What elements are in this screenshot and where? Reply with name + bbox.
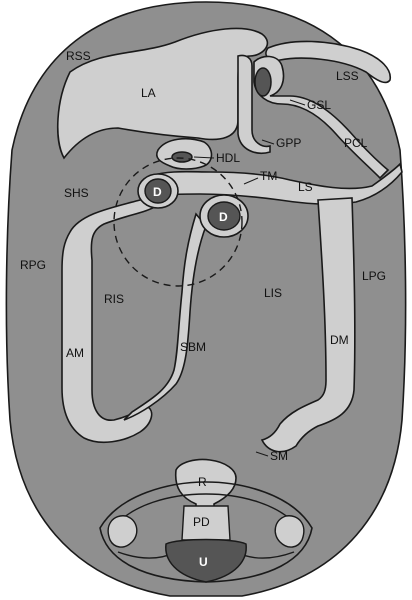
label-ls: LS	[298, 180, 313, 194]
label-pd: PD	[193, 515, 210, 529]
label-sbm: SBM	[180, 340, 206, 354]
rectum-stalk	[174, 458, 237, 513]
label-tm: TM	[260, 169, 277, 183]
label-d2: D	[219, 210, 228, 224]
leader-gpp	[261, 139, 275, 145]
leader-tm	[243, 177, 259, 185]
label-la: LA	[141, 86, 156, 100]
peritoneal-cavity	[5, 1, 407, 597]
label-gpp: GPP	[276, 136, 301, 150]
label-u: U	[199, 555, 208, 569]
label-d1: D	[153, 185, 162, 199]
label-rpg: RPG	[20, 258, 46, 272]
label-hdl: HDL	[216, 151, 240, 165]
label-r: R	[198, 475, 207, 489]
small-bowel-mesentery	[123, 212, 207, 421]
leader-sm	[255, 451, 269, 457]
descending-mesocolon	[260, 197, 356, 453]
label-lis: LIS	[264, 286, 282, 300]
label-gsl: GSL	[307, 98, 331, 112]
leader-hdl	[193, 156, 215, 159]
label-pcl: PCL	[344, 136, 368, 150]
upper-ligament	[265, 40, 391, 84]
duodenum-upper-lumen	[144, 178, 172, 204]
pelvis-outer	[99, 481, 313, 583]
label-sm: SM	[270, 449, 288, 463]
leader-gsl	[289, 99, 306, 106]
label-lss: LSS	[336, 69, 359, 83]
label-shs: SHS	[64, 186, 89, 200]
dashed-region	[113, 157, 243, 287]
right-adnexa	[274, 515, 305, 548]
hepatoduodenal-vessel	[171, 151, 193, 163]
duodenum-lower-lumen	[207, 201, 241, 231]
gastrosplenic-ligament	[253, 55, 390, 180]
label-am: AM	[66, 346, 84, 360]
label-ris: RIS	[104, 292, 124, 306]
spleen-vessel	[254, 67, 272, 97]
label-lpg: LPG	[362, 269, 386, 283]
left-adnexa	[107, 515, 138, 548]
pelvis-inner	[111, 493, 301, 531]
label-dm: DM	[330, 333, 349, 347]
uterus	[165, 538, 247, 583]
label-rss: RSS	[66, 49, 91, 63]
gpp-band	[237, 54, 271, 154]
